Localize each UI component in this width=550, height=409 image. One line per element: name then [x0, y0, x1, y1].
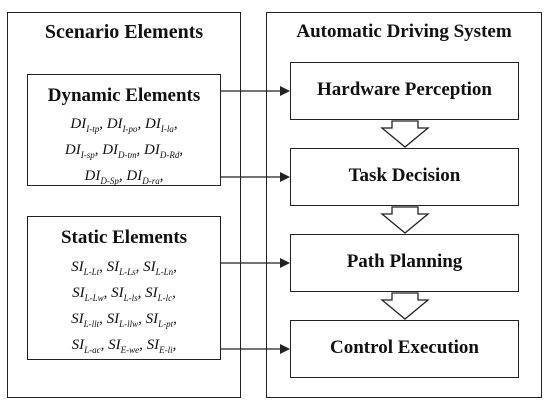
static-element-symbol-subscript: L-lc: [157, 293, 173, 303]
static-element-symbol: SIL-llw: [106, 311, 139, 329]
dynamic-element-line: DID-Sp, DID-ra,: [84, 168, 164, 186]
automatic-driving-system-title: Automatic Driving System: [296, 21, 512, 42]
dynamic-element-symbol-subscript: D-Sp: [100, 176, 119, 186]
block-arrow-planning-to-execution: [380, 292, 430, 320]
dynamic-elements-title: Dynamic Elements: [47, 85, 201, 106]
static-element-symbol: SIL-Ln: [143, 259, 174, 277]
static-element-line: SIL-Lw, SIL-ls, SIL-lc,: [72, 285, 176, 303]
path-planning-label: Path Planning: [346, 251, 463, 272]
dynamic-element-symbol-subscript: I-tp: [86, 124, 100, 134]
static-element-symbol: SIL-llt: [71, 311, 100, 329]
dynamic-element-symbol: DII-tp: [70, 116, 100, 134]
dynamic-element-symbol: DII-po: [106, 116, 138, 134]
static-element-symbol-base: SI: [145, 285, 158, 301]
static-element-line: SIL-llt, SIL-llw, SIL-pt,: [71, 311, 177, 329]
static-elements-box: Static Elements SIL-Lt, SIL-Ls, SIL-Ln,S…: [27, 216, 221, 360]
dynamic-element-symbol-base: DI: [102, 142, 119, 158]
static-element-symbol: SIL-pt: [145, 311, 174, 329]
dynamic-element-symbol: DID-tm: [102, 142, 137, 160]
dynamic-element-symbol-base: DI: [126, 168, 143, 184]
static-element-line: SIL-Lt, SIL-Ls, SIL-Ln,: [71, 259, 177, 277]
static-element-symbol-subscript: L-Lt: [83, 267, 100, 277]
static-element-symbol: SIE-we: [108, 337, 140, 355]
path-planning-box: Path Planning: [290, 234, 519, 292]
dynamic-element-symbol-base: DI: [70, 116, 87, 132]
dynamic-elements-box: Dynamic Elements DII-tp, DII-po, DII-la,…: [27, 74, 221, 186]
static-element-symbol-subscript: L-ac: [84, 345, 101, 355]
dynamic-element-symbol-base: DI: [84, 168, 101, 184]
static-element-symbol-base: SI: [106, 259, 120, 275]
static-element-symbol-base: SI: [71, 311, 84, 327]
static-element-symbol-subscript: E-li: [159, 345, 173, 355]
static-element-line: SIL-ac, SIE-we, SIE-li,: [71, 337, 177, 355]
static-element-symbol: SIL-lc: [145, 285, 173, 303]
static-element-symbol-base: SI: [71, 259, 84, 275]
static-element-symbol: SIL-Lw: [72, 285, 104, 303]
static-element-symbol-subscript: L-ls: [123, 293, 138, 303]
static-element-symbol-subscript: L-Ln: [155, 267, 174, 277]
static-element-symbol-subscript: E-we: [120, 345, 140, 355]
dynamic-element-symbol: DII-la: [145, 116, 174, 134]
dynamic-element-symbol-subscript: I-la: [160, 124, 174, 134]
dynamic-element-symbol-subscript: D-ra: [142, 176, 160, 186]
static-element-symbol-base: SI: [71, 337, 85, 353]
task-decision-label: Task Decision: [348, 165, 461, 186]
block-arrow-perception-to-decision: [380, 120, 430, 148]
dynamic-element-symbol: DID-Sp: [84, 168, 119, 186]
dynamic-element-symbol-base: DI: [144, 142, 160, 158]
static-element-symbol: SIE-li: [146, 337, 173, 355]
static-element-symbol: SIL-Ls: [106, 259, 136, 277]
scenario-elements-title: Scenario Elements: [44, 21, 204, 43]
static-element-symbol-base: SI: [108, 337, 121, 353]
task-decision-box: Task Decision: [290, 148, 519, 206]
static-element-symbol-subscript: L-Ls: [119, 267, 136, 277]
static-element-symbol-base: SI: [72, 285, 85, 301]
static-element-symbol: SIL-Lt: [71, 259, 100, 277]
static-element-symbol-base: SI: [143, 259, 156, 275]
dynamic-element-line: DII-tp, DII-po, DII-la,: [70, 116, 178, 134]
dynamic-element-symbol-subscript: D-tm: [118, 150, 137, 160]
dynamic-element-symbol-base: DI: [106, 116, 123, 132]
dynamic-element-symbol: DID-Rd: [144, 142, 180, 160]
static-element-symbol-subscript: L-llw: [119, 319, 139, 329]
dynamic-element-symbol: DID-ra: [126, 168, 160, 186]
static-element-symbol: SIL-ls: [111, 285, 138, 303]
hardware-perception-label: Hardware Perception: [316, 79, 492, 100]
static-element-symbol: SIL-ac: [71, 337, 101, 355]
dynamic-element-symbol-subscript: D-Rd: [159, 150, 180, 160]
static-element-symbol-subscript: L-Lw: [84, 293, 104, 303]
static-element-symbol-base: SI: [106, 311, 120, 327]
static-element-symbol-base: SI: [145, 311, 159, 327]
dynamic-element-symbol-subscript: I-sp: [80, 150, 95, 160]
static-elements-list: SIL-Lt, SIL-Ls, SIL-Ln, SIL-Lw, SIL-ls, S…: [28, 257, 220, 361]
static-element-symbol-subscript: L-llt: [83, 319, 100, 329]
static-elements-title: Static Elements: [60, 227, 188, 248]
dynamic-elements-list: DII-tp, DII-po, DII-la, DII-sp, DID-tm, D…: [28, 114, 220, 192]
control-execution-label: Control Execution: [329, 337, 479, 358]
static-element-symbol-base: SI: [111, 285, 124, 301]
dynamic-element-symbol-base: DI: [64, 142, 81, 158]
dynamic-element-symbol-base: DI: [145, 116, 161, 132]
control-execution-box: Control Execution: [290, 320, 519, 378]
dynamic-element-line: DII-sp, DID-tm, DID-Rd,: [64, 142, 184, 160]
dynamic-element-symbol: DII-sp: [64, 142, 95, 160]
hardware-perception-box: Hardware Perception: [290, 62, 519, 120]
static-element-symbol-base: SI: [146, 337, 160, 353]
dynamic-element-symbol-subscript: I-po: [122, 124, 138, 134]
block-arrow-decision-to-planning: [380, 206, 430, 234]
static-element-symbol-subscript: L-pt: [158, 319, 174, 329]
